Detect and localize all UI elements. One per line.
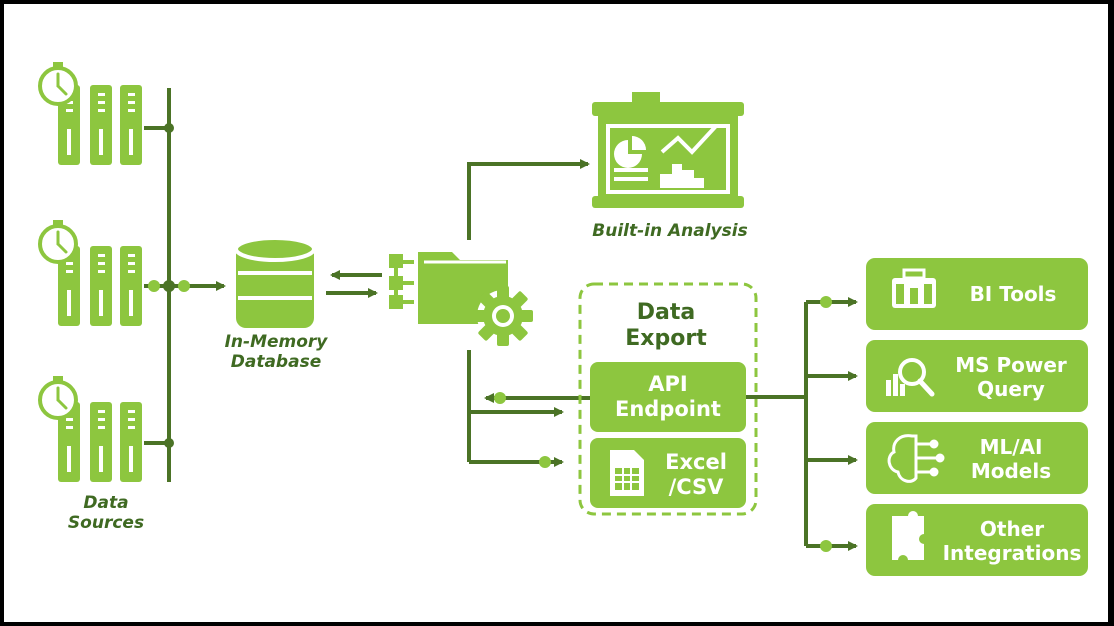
integration-label-other: Other Integrations: [942, 517, 1082, 565]
integration-box-power-query: [866, 340, 1088, 412]
toolbox-icon: [892, 268, 936, 308]
database-icon: [234, 236, 316, 328]
api-endpoint-box: [590, 362, 746, 432]
built-in-analysis-label: Built-in Analysis: [592, 221, 748, 241]
analysis-connector: [467, 159, 590, 240]
integration-label-bi-tools: BI Tools: [969, 282, 1057, 306]
api-endpoint-label: API Endpoint: [615, 372, 721, 422]
presentation-board-icon: [592, 92, 744, 208]
data-sources-label: Data Sources: [67, 493, 145, 533]
integrations-bus: [746, 297, 858, 551]
integration-box-bi-tools: [866, 258, 1088, 330]
data-export-heading: Data Export: [625, 300, 707, 352]
magnifier-chart-icon: [886, 358, 935, 397]
brain-circuit-icon: [887, 434, 945, 483]
in-memory-database-label: In-Memory Database: [224, 332, 328, 372]
processing-folder-gear-icon: [389, 252, 533, 346]
excel-csv-label: Excel /CSV: [665, 450, 727, 500]
integration-box-ml-ai: [866, 422, 1088, 494]
puzzle-icon: [892, 511, 924, 560]
integration-label-ml-ai: ML/AI Models: [970, 435, 1052, 483]
sync-arrows: [326, 270, 382, 298]
integration-label-power-query: MS Power Query: [955, 353, 1067, 401]
spreadsheet-icon: [610, 450, 644, 496]
